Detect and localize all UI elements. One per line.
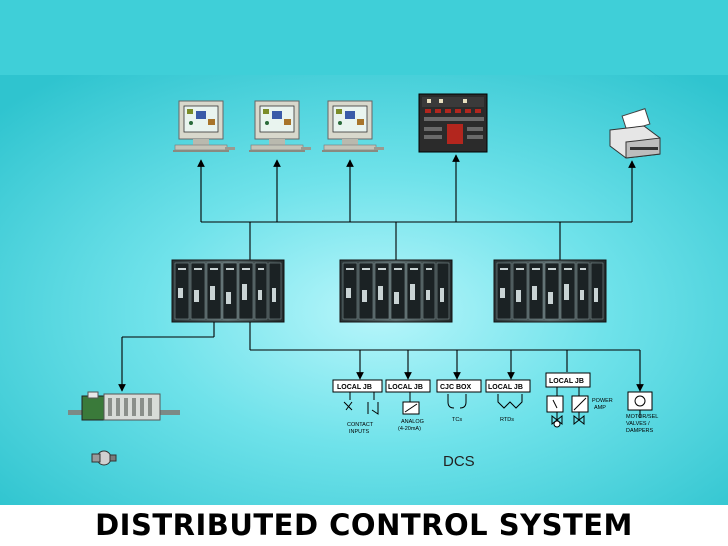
dcs-diagram: LOCAL JB LOCAL JB CJC BOX LOCAL JB LOCAL…	[0, 0, 728, 505]
page-title: DISTRIBUTED CONTROL SYSTEM	[0, 505, 728, 546]
field-wiring	[343, 387, 641, 426]
junction-box-3: CJC BOX	[436, 379, 482, 393]
rtds-label: RTDs	[500, 417, 514, 423]
controller-rack-icon	[171, 259, 285, 323]
jb1-label: LOCAL JB	[337, 384, 372, 391]
junction-box-4: LOCAL JB	[485, 379, 531, 393]
junction-box-5: LOCAL JB	[545, 372, 591, 388]
controller-rack-icon	[493, 259, 607, 323]
analog-slash	[404, 403, 418, 413]
dcs-label: DCS	[443, 453, 475, 470]
analog-range-label: (4-20mA)	[398, 426, 421, 432]
analog-label: ANALOG	[401, 419, 424, 425]
power-amp-label-2: AMP	[594, 405, 606, 411]
motor-icon	[627, 391, 653, 411]
printer-icon	[609, 108, 661, 159]
remote-io-icon	[68, 391, 180, 466]
jb3-label: CJC BOX	[440, 384, 471, 391]
junction-box-1: LOCAL JB	[332, 379, 383, 393]
tcs-label: TCs	[452, 417, 462, 423]
jb5-label: LOCAL JB	[549, 378, 584, 385]
contact-inputs-label-2: INPUTS	[349, 429, 370, 435]
network-bus	[197, 154, 636, 262]
field-device-icon	[91, 450, 117, 466]
dampers-label: DAMPERS	[626, 428, 654, 434]
power-amp-label: POWER	[592, 398, 613, 404]
motors-label: MOTOR/SEL	[626, 414, 658, 420]
controller-rack-icon	[339, 259, 453, 323]
valves-label: VALVES /	[626, 421, 650, 427]
contact-inputs-label: CONTACT	[347, 422, 374, 428]
diagram-canvas: LOCAL JB LOCAL JB CJC BOX LOCAL JB LOCAL…	[0, 0, 728, 505]
junction-box-2: LOCAL JB	[385, 379, 431, 393]
jb4-label: LOCAL JB	[488, 384, 523, 391]
jb2-label: LOCAL JB	[388, 384, 423, 391]
field-bus	[118, 322, 644, 392]
control-panel-icon	[418, 93, 488, 153]
